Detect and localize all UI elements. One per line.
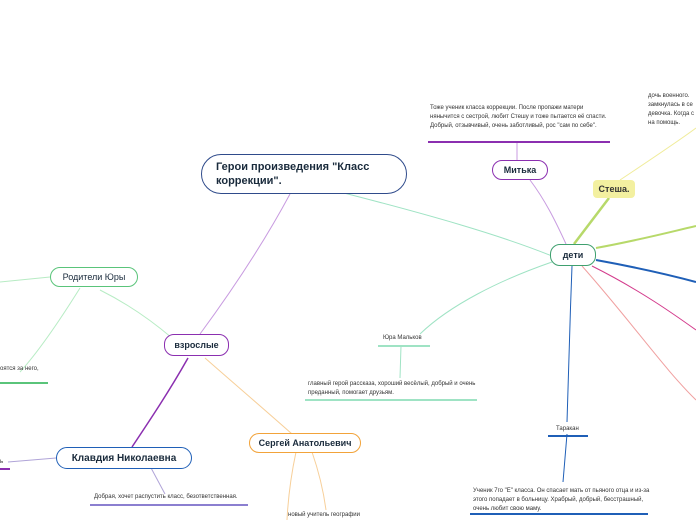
sergey-note: новый учитель географии bbox=[288, 512, 360, 518]
klavdiya-note: Добрая, хочет распустить класс, безответ… bbox=[94, 494, 238, 500]
roditeli-note-underline bbox=[0, 382, 48, 384]
connector-steshka-note bbox=[619, 127, 696, 181]
connector-deti-yura bbox=[419, 261, 553, 335]
connector-roditeli-left bbox=[0, 276, 51, 283]
central-topic-label: Герои произведения "Класс коррекции". bbox=[216, 161, 370, 187]
sergey-label: Сергей Анатольевич bbox=[258, 438, 352, 448]
connector-central-vzroslye bbox=[199, 193, 291, 335]
connector-roditeli-note bbox=[19, 287, 81, 373]
left-fragment-text: ь bbox=[0, 459, 4, 465]
connector-klavdiya-note bbox=[149, 465, 166, 495]
connector-sergey-note-2 bbox=[311, 451, 327, 511]
tarakan-note-underline bbox=[470, 513, 648, 515]
klavdiya-label: Клавдия Николаевна bbox=[71, 452, 177, 464]
connector-sergey-note-1 bbox=[286, 451, 297, 520]
mitka-node[interactable]: Митька bbox=[492, 160, 548, 180]
mitka-note-underline bbox=[428, 141, 610, 143]
connector-vzroslye-roditeli bbox=[99, 289, 173, 339]
yura-underline bbox=[378, 345, 430, 347]
connector-deti-mitka bbox=[529, 179, 567, 245]
connector-vzroslye-klavdiya bbox=[131, 357, 189, 448]
deti-label: дети bbox=[562, 250, 584, 260]
connector-klavdiya-left bbox=[7, 457, 57, 463]
connector-yura-note bbox=[399, 345, 402, 379]
roditeli-node[interactable]: Родители Юры bbox=[50, 267, 138, 287]
yura-note: главный герой рассказа, хороший весёлый,… bbox=[308, 381, 476, 396]
vzroslye-node[interactable]: взрослые bbox=[164, 334, 229, 356]
tarakan-note: Ученик 7го "Е" класса. Он спасает мать о… bbox=[473, 488, 650, 512]
klavdiya-note-underline bbox=[90, 504, 248, 506]
vzroslye-label: взрослые bbox=[174, 340, 219, 350]
left-fragment-underline bbox=[0, 468, 10, 470]
connector-deti-right-3 bbox=[591, 265, 696, 331]
sergey-node[interactable]: Сергей Анатольевич bbox=[249, 433, 361, 453]
yura-note-underline bbox=[305, 399, 477, 401]
steshka-node[interactable]: Стеша. bbox=[593, 180, 635, 198]
roditeli-label: Родители Юры bbox=[62, 272, 126, 282]
tarakan-node[interactable]: Таракан bbox=[556, 426, 579, 432]
connector-deti-right-1 bbox=[595, 225, 696, 249]
tarakan-underline bbox=[548, 435, 588, 437]
mitka-label: Митька bbox=[503, 165, 537, 175]
connector-central-deti bbox=[339, 191, 553, 257]
connector-vzroslye-sergey bbox=[204, 357, 293, 435]
steshka-label: Стеша. bbox=[598, 184, 630, 194]
connector-deti-right-4 bbox=[581, 265, 696, 401]
central-topic-node[interactable]: Герои произведения "Класс коррекции". bbox=[201, 154, 407, 194]
deti-node[interactable]: дети bbox=[550, 244, 596, 266]
tarakan-label: Таракан bbox=[556, 426, 579, 432]
yura-node[interactable]: Юра Мальков bbox=[383, 335, 422, 341]
connector-deti-tarakan bbox=[566, 265, 573, 423]
yura-label: Юра Мальков bbox=[383, 335, 422, 341]
klavdiya-node[interactable]: Клавдия Николаевна bbox=[56, 447, 192, 469]
connector-deti-right-2 bbox=[595, 259, 696, 283]
connector-deti-steshka bbox=[573, 197, 610, 245]
mitka-note: Тоже ученик класса коррекции. После проп… bbox=[430, 105, 607, 129]
connector-tarakan-note bbox=[562, 433, 568, 483]
roditeli-note: оятся за него, bbox=[0, 366, 39, 372]
steshka-note: дочь военного. замкнулась в се девочка. … bbox=[648, 93, 694, 126]
